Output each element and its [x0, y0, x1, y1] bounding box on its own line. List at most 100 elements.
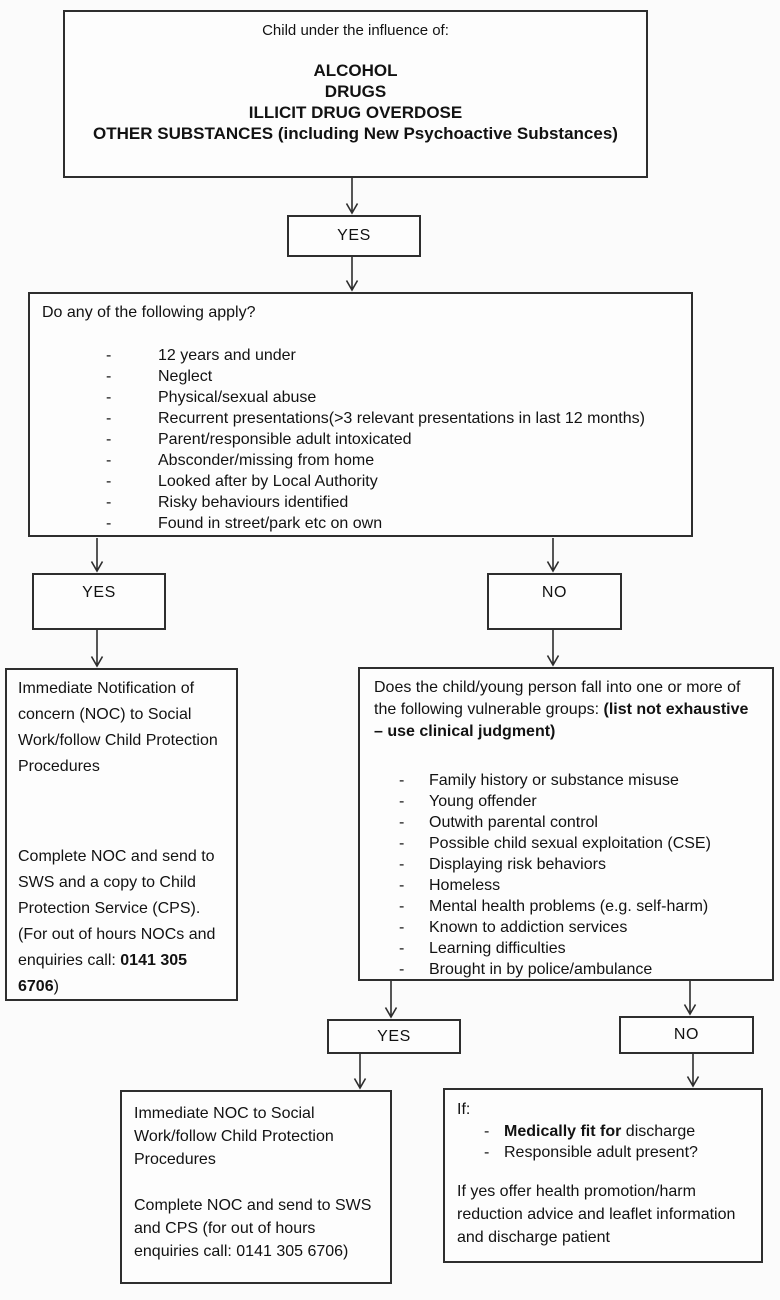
text-line: ILLICIT DRUG OVERDOSE — [248, 103, 463, 122]
list-item-text: Recurrent presentations(>3 relevant pres… — [158, 410, 645, 427]
list-item: - Homeless — [374, 875, 760, 896]
flow-arrow — [686, 1054, 700, 1088]
dash-bullet: - — [106, 431, 112, 448]
noc-instruction-secondary: Complete NOC and send to SWS and a copy … — [18, 844, 225, 1000]
list-item-text: Mental health problems (e.g. self-harm) — [429, 898, 709, 915]
action-node-immediate-noc: Immediate Notification of concern (NOC) … — [5, 668, 238, 1001]
substance-list: ALCOHOL DRUGS ILLICIT DRUG OVERDOSE OTHER S… — [65, 60, 646, 144]
noc-instruction-text: Complete NOC and send to SWS and a copy … — [18, 848, 216, 969]
flow-arrow — [90, 630, 104, 668]
yes-connector-3: YES — [327, 1019, 461, 1054]
flow-arrow — [90, 538, 104, 573]
yes-label: YES — [82, 584, 116, 601]
list-item: - Outwith parental control — [374, 812, 760, 833]
medically-fit-bold: Medically fit for — [504, 1123, 622, 1140]
list-item-text: Physical/sexual abuse — [158, 389, 317, 406]
no-label: NO — [541, 584, 568, 601]
list-item: - Medically fit for discharge — [457, 1121, 749, 1142]
flow-arrow — [546, 538, 560, 573]
decision-1-title: Do any of the following apply? — [42, 304, 256, 321]
list-item-text: Responsible adult present? — [504, 1144, 698, 1161]
list-item-text: Homeless — [429, 877, 501, 894]
dash-bullet: - — [399, 856, 405, 873]
list-item-text: Medically fit for discharge — [504, 1121, 695, 1142]
list-item-text: Outwith parental control — [429, 814, 598, 831]
list-item: - Displaying risk behaviors — [374, 854, 760, 875]
list-item: - Responsible adult present? — [457, 1142, 749, 1163]
text-line: OTHER SUBSTANCES (including New Psychoac… — [93, 124, 618, 143]
list-item-text: Looked after by Local Authority — [158, 473, 378, 490]
flow-arrow — [546, 630, 560, 667]
list-item: - Family history or substance misuse — [374, 770, 760, 791]
action-node-noc-bottom: Immediate NOC to Social Work/follow Chil… — [120, 1090, 392, 1284]
list-item-text: Absconder/missing from home — [158, 452, 375, 469]
flow-arrow — [345, 257, 359, 292]
noc2-instruction-primary: Immediate NOC to Social Work/follow Chil… — [134, 1105, 334, 1168]
list-item: - Found in street/park etc on own — [42, 513, 679, 534]
text-line: ALCOHOL — [313, 61, 398, 80]
dash-bullet: - — [399, 919, 405, 936]
list-item-text: Learning difficulties — [429, 940, 566, 957]
dash-bullet: - — [484, 1144, 490, 1161]
noc2-instruction-secondary: Complete NOC and send to SWS and CPS (fo… — [134, 1197, 372, 1260]
list-item: - Parent/responsible adult intoxicated — [42, 429, 679, 450]
no-label: NO — [673, 1026, 700, 1043]
no-connector-2: NO — [619, 1016, 754, 1054]
list-item-text: Found in street/park etc on own — [158, 515, 383, 532]
list-item: - Possible child sexual exploitation (CSE… — [374, 833, 760, 854]
dash-bullet: - — [484, 1123, 490, 1140]
yes-label: YES — [377, 1027, 411, 1045]
text-line: DRUGS — [324, 82, 387, 101]
dash-bullet: - — [399, 877, 405, 894]
flow-arrow — [353, 1054, 367, 1090]
list-item-text: Parent/responsible adult intoxicated — [158, 431, 412, 448]
list-item: - 12 years and under — [42, 345, 679, 366]
decision-node-apply: Do any of the following apply? - 12 years… — [28, 292, 693, 537]
noc-instruction-primary: Immediate Notification of concern (NOC) … — [18, 680, 218, 775]
list-item-text: Displaying risk behaviors — [429, 856, 606, 873]
dash-bullet: - — [106, 494, 112, 511]
list-item: -Neglect — [42, 366, 679, 387]
dash-bullet: - — [399, 835, 405, 852]
dash-bullet: - — [399, 814, 405, 831]
risk-factor-list: -12 years and under-Neglect-Physical/sex… — [42, 345, 679, 534]
list-item-text: Family history or substance misuse — [429, 772, 679, 789]
list-item: - Absconder/missing from home — [42, 450, 679, 471]
dash-bullet: - — [399, 772, 405, 789]
dash-bullet: - — [399, 898, 405, 915]
decision-2-title-bold: (list not exhaustive – use clinical judg… — [374, 701, 749, 740]
list-item: - Recurrent presentations(>3 relevant pre… — [42, 408, 679, 429]
list-item: - Young offender — [374, 791, 760, 812]
list-item-text: Brought in by police/ambulance — [429, 961, 653, 978]
flow-arrow — [384, 981, 398, 1019]
discharge-advice: If yes offer health promotion/harm reduc… — [457, 1183, 736, 1246]
dash-bullet: - — [399, 961, 405, 978]
flow-arrow — [683, 981, 697, 1016]
dash-bullet: - — [106, 452, 112, 469]
decision-2-title-regular: Does the child/young person fall into on… — [374, 679, 741, 718]
list-item-text: Known to addiction services — [429, 919, 628, 936]
phone-number: 0141 305 6706 — [18, 952, 188, 995]
dash-bullet: - — [106, 347, 112, 364]
dash-bullet: - — [106, 368, 112, 385]
list-item-text: Young offender — [429, 793, 537, 810]
dash-bullet: - — [106, 515, 112, 532]
yes-connector-2: YES — [32, 573, 166, 630]
dash-bullet: - — [106, 410, 112, 427]
list-item-text: Possible child sexual exploitation (CSE) — [429, 835, 711, 852]
closing-paren: ) — [53, 978, 59, 995]
list-item: -Physical/sexual abuse — [42, 387, 679, 408]
list-item-text: 12 years and under — [158, 347, 296, 364]
dash-bullet: - — [106, 473, 112, 490]
action-node-discharge: If: - Medically fit for discharge - Resp… — [443, 1088, 763, 1263]
medically-fit-rest: discharge — [621, 1123, 696, 1140]
dash-bullet: - — [399, 940, 405, 957]
decision-2-title: Does the child/young person fall into on… — [374, 677, 760, 743]
list-item: -Risky behaviours identified — [42, 492, 679, 513]
list-item: - Known to addiction services — [374, 917, 760, 938]
list-item: - Looked after by Local Authority — [42, 471, 679, 492]
discharge-title: If: — [457, 1101, 471, 1118]
dash-bullet: - — [399, 793, 405, 810]
list-item: - Brought in by police/ambulance — [374, 959, 760, 980]
